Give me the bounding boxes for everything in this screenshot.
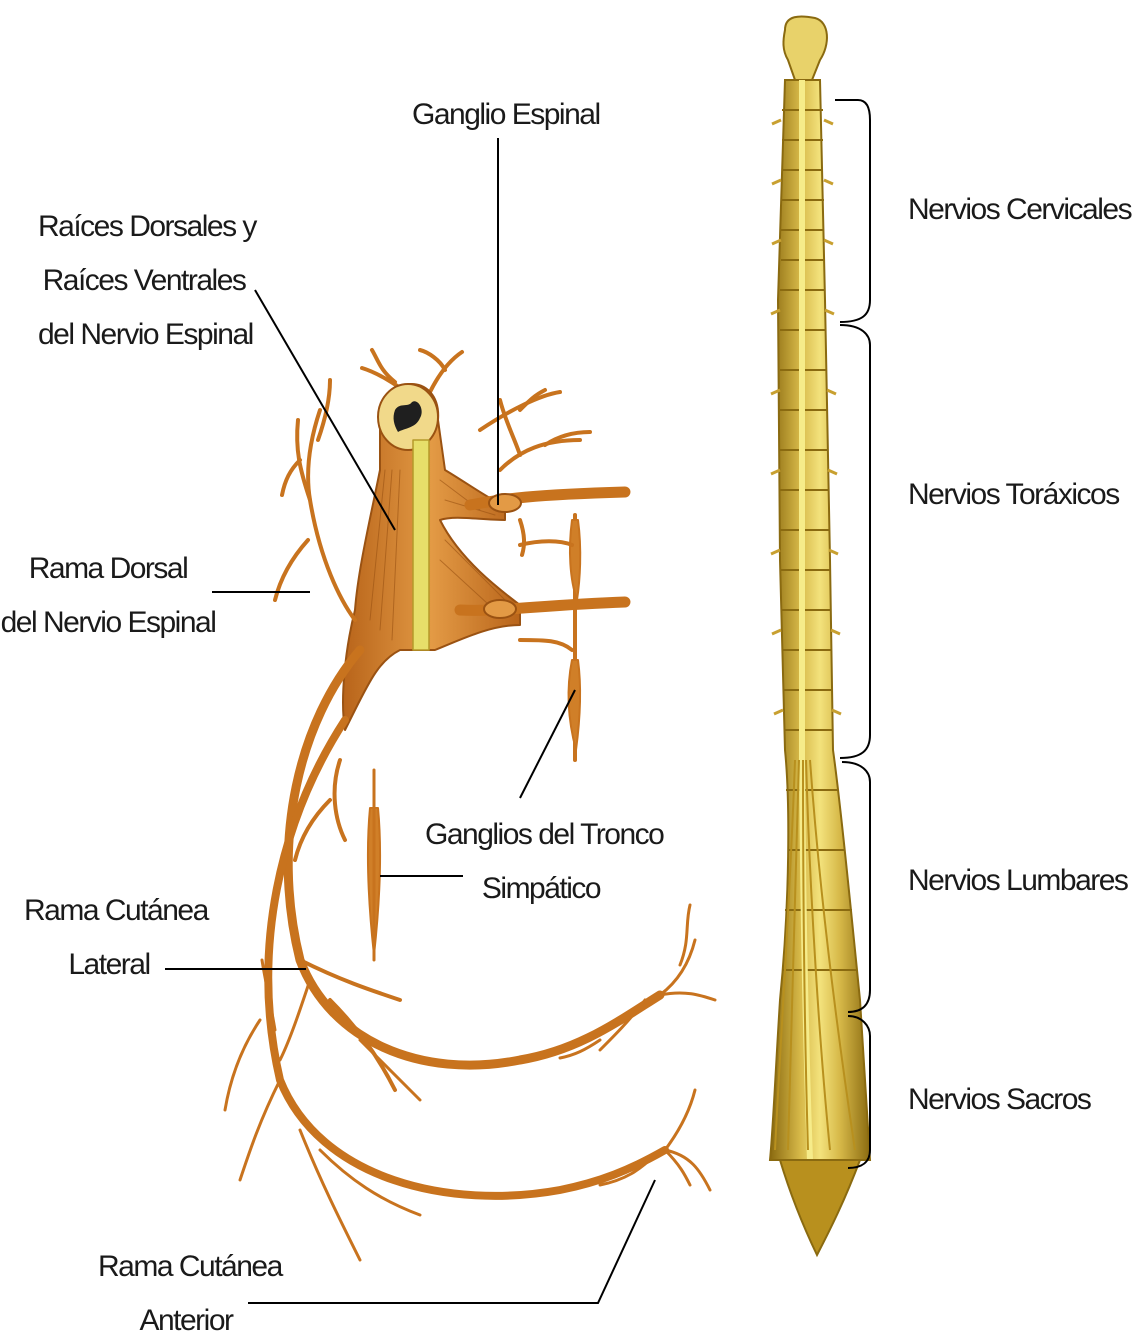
label-rama-cutanea-lateral-line-1: Rama Cutánea (24, 884, 194, 938)
label-rama-dorsal-line-2: del Nervio Espinal (0, 596, 216, 650)
brainstem (783, 16, 827, 80)
label-rama-cutanea-lateral: Rama Cutánea Lateral (24, 884, 194, 992)
label-raices-line-2: Raíces Ventrales (38, 254, 250, 308)
label-rama-cutanea-anterior: Rama Cutánea Anterior (98, 1240, 274, 1342)
label-nervios-sacros: Nervios Sacros (908, 1073, 1090, 1127)
label-ganglios-tronco: Ganglios del Tronco Simpático (425, 808, 657, 916)
coccyx (780, 1160, 860, 1255)
label-rama-cutanea-anterior-line-1: Rama Cutánea (98, 1240, 274, 1294)
label-rama-cutanea-anterior-line-2: Anterior (98, 1294, 274, 1342)
label-raices-line-3: del Nervio Espinal (38, 308, 250, 362)
label-nervios-cervicales: Nervios Cervicales (908, 183, 1131, 237)
label-ganglios-tronco-line-2: Simpático (425, 862, 657, 916)
label-ganglio-espinal: Ganglio Espinal (412, 88, 600, 142)
spinal-nerve-illustration (225, 350, 715, 1260)
label-nervios-lumbares: Nervios Lumbares (908, 854, 1127, 908)
vertebral-column (770, 80, 870, 1160)
dorsal-ramus (275, 380, 355, 620)
label-ganglios-tronco-line-1: Ganglios del Tronco (425, 808, 657, 862)
spinal-cord-illustration (770, 16, 870, 1255)
label-raices-line-1: Raíces Dorsales y (38, 200, 250, 254)
label-rama-dorsal-line-1: Rama Dorsal (0, 542, 216, 596)
cord-stripe (413, 440, 429, 650)
label-raices: Raíces Dorsales y Raíces Ventrales del N… (38, 200, 250, 362)
label-nervios-toraxicos: Nervios Toráxicos (908, 468, 1119, 522)
label-rama-dorsal: Rama Dorsal del Nervio Espinal (0, 542, 216, 650)
label-rama-cutanea-lateral-line-2: Lateral (24, 938, 194, 992)
